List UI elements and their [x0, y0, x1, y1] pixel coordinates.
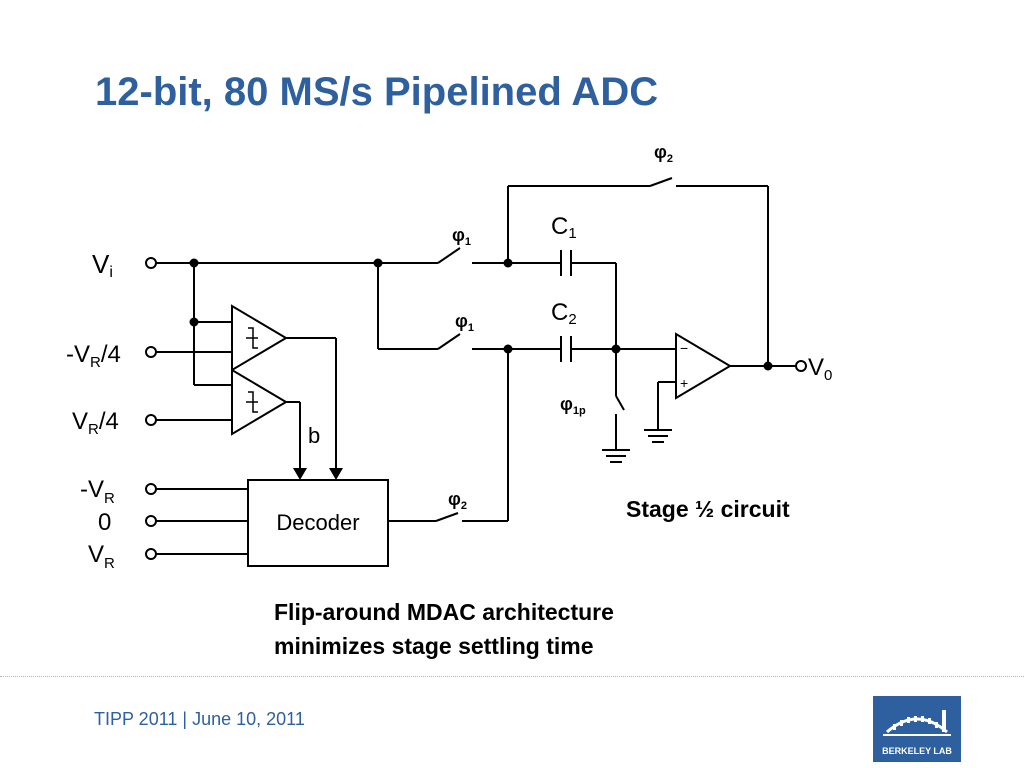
label-c1: C1	[551, 213, 577, 242]
label-phi1-bottom: φ1	[455, 311, 474, 334]
phi1-switch-top	[437, 247, 461, 264]
stage-caption: Stage ½ circuit	[626, 496, 790, 522]
arrowhead-comp1	[329, 468, 343, 480]
label-phi1-top: φ1	[452, 225, 471, 248]
terminal-vo	[795, 360, 807, 372]
terminal-neg-vr	[145, 483, 157, 495]
arrowhead-b	[293, 468, 307, 480]
terminal-zero	[145, 515, 157, 527]
label-vo: V0	[808, 354, 832, 384]
terminal-neg-vr4	[145, 346, 157, 358]
slide-title: 12-bit, 80 MS/s Pipelined ADC	[95, 70, 659, 114]
junction-dot	[189, 317, 199, 327]
junction-dot	[503, 344, 513, 354]
junction-dot	[611, 344, 621, 354]
label-zero: 0	[98, 509, 111, 536]
hysteresis-icon	[246, 391, 258, 413]
decoder-label: Decoder	[276, 510, 359, 535]
junction-dot	[189, 258, 199, 268]
opamp	[675, 332, 732, 400]
junction-dot	[503, 258, 513, 268]
hysteresis-icon	[246, 327, 258, 349]
label-phi1p: φ1p	[560, 394, 586, 417]
label-neg-vr4: -VR/4	[66, 341, 121, 371]
junction-dot	[763, 361, 773, 371]
phi1-switch-bottom	[437, 333, 461, 350]
label-c2: C2	[551, 299, 577, 328]
logo-text: BERKELEY LAB	[882, 746, 952, 756]
building-icon	[883, 710, 951, 736]
label-vi: Vi	[92, 249, 113, 281]
footer-divider	[0, 676, 1024, 677]
architecture-note: Flip-around MDAC architecture minimizes …	[274, 595, 614, 663]
footer-text: TIPP 2011 | June 10, 2011	[94, 709, 305, 729]
architecture-note-line-1: Flip-around MDAC architecture	[274, 599, 614, 625]
label-neg-vr: -VR	[80, 476, 115, 507]
phi2-decoder-switch	[435, 512, 459, 522]
comparator-2	[231, 368, 288, 436]
terminal-vr	[145, 548, 157, 560]
opamp-minus-label: −	[680, 340, 688, 356]
label-vr: VR	[88, 541, 115, 572]
berkeley-lab-logo: BERKELEY LAB	[873, 696, 961, 762]
opamp-plus-label: +	[680, 375, 688, 391]
comparator-1	[231, 304, 288, 372]
junction-dot	[373, 258, 383, 268]
architecture-note-line-2: minimizes stage settling time	[274, 633, 594, 659]
label-b: b	[308, 423, 320, 448]
label-phi2-decoder: φ2	[448, 489, 467, 512]
mdac-circuit-diagram: − + Decoder Vi -VR/4 VR/4 -VR 0 VR V0 φ1…	[66, 142, 832, 572]
decoder-block	[247, 479, 389, 567]
label-vr4: VR/4	[72, 408, 119, 438]
terminal-vr4	[145, 414, 157, 426]
label-phi2-feedback: φ2	[654, 142, 673, 165]
terminal-vi	[145, 257, 157, 269]
phi2-feedback-switch	[649, 177, 673, 187]
phi1p-switch	[615, 395, 625, 411]
